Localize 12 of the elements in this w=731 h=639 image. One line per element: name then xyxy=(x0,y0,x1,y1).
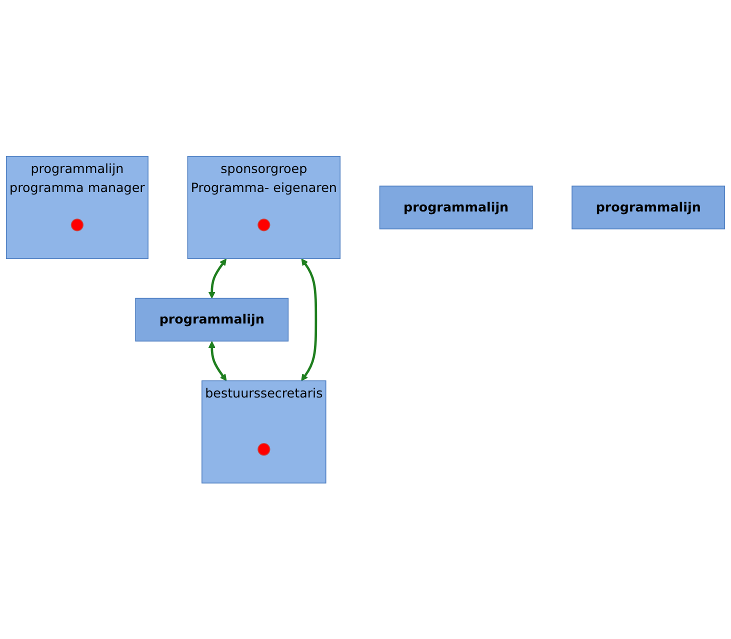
node-circle xyxy=(70,218,84,232)
node-circle xyxy=(258,442,270,456)
node-box: programmalijn xyxy=(572,185,726,230)
arrow xyxy=(208,258,227,298)
node-circle xyxy=(258,218,270,232)
node-box: programmalijn xyxy=(379,185,533,230)
arrow xyxy=(208,340,227,381)
cluster: sponsorgroep Programma- eigenaren xyxy=(187,156,340,259)
node-box: programmalijn xyxy=(135,298,289,342)
cluster: bestuurssecretaris xyxy=(202,380,326,484)
cluster: programmalijn programma manager xyxy=(6,156,148,259)
arrow xyxy=(301,258,318,381)
